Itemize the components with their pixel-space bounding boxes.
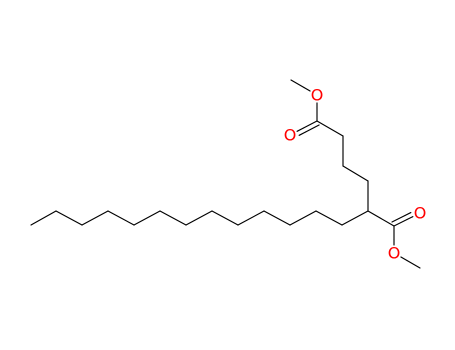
chain-bond	[133, 210, 161, 226]
carbonyl-double-bond	[406, 216, 414, 221]
oxygen-atom-upper-carbonyl: O	[284, 126, 297, 145]
methoxy-bond	[303, 86, 311, 92]
chain-bond	[315, 210, 343, 226]
oxygen-atom-lower-carbonyl: O	[414, 204, 427, 223]
chain-bond	[185, 210, 213, 226]
chain-bond	[81, 210, 109, 226]
chain-bond	[211, 210, 239, 226]
carbonyl-double-bond	[296, 127, 305, 132]
chain-bond	[30, 210, 57, 226]
branch-bond	[367, 210, 395, 227]
carbonyl-double-bond	[393, 218, 408, 227]
methoxy-bond	[406, 259, 421, 269]
oxygen-atom-upper-ether: O	[311, 86, 324, 105]
branch-bond	[316, 120, 344, 137]
methoxy-bond	[400, 256, 408, 262]
carbonyl-double-bond	[298, 131, 307, 136]
carbonyl-double-bond	[391, 214, 406, 223]
chain-bond	[55, 210, 83, 226]
carbonyl-double-bond	[302, 120, 318, 129]
carbonyl-double-bond	[404, 211, 412, 217]
branch-bond	[342, 165, 369, 182]
carbonyl-double-bond	[304, 124, 320, 133]
chain-bond	[263, 210, 291, 226]
chain-bond	[159, 210, 187, 226]
atom-labels: O O O O	[284, 86, 427, 263]
bonds	[30, 79, 421, 269]
chain-bond	[107, 210, 135, 226]
chain-bond	[237, 210, 265, 226]
chain-bond	[289, 210, 317, 226]
oxygen-atom-lower-ether: O	[388, 244, 401, 263]
methoxy-bond	[290, 79, 305, 89]
chain-bond	[341, 210, 369, 226]
